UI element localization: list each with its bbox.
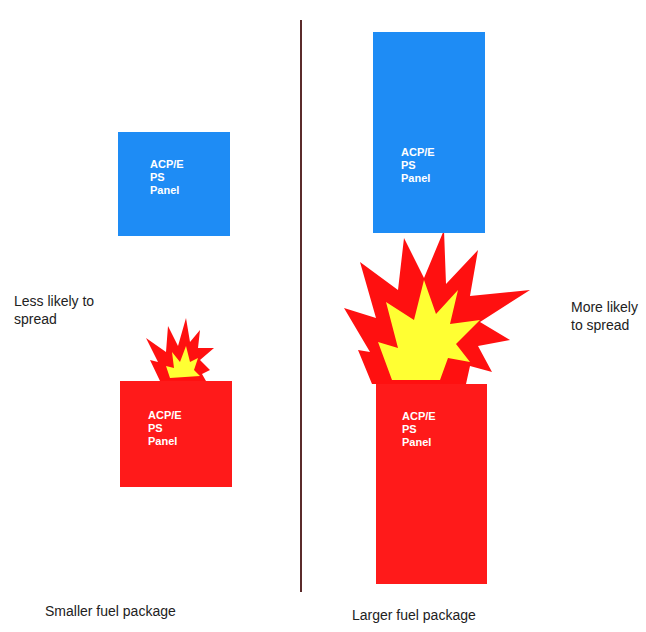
panel-label: ACP/E PS Panel	[401, 146, 435, 185]
small-flame	[146, 318, 214, 381]
caption-note: Larger fuel package	[352, 606, 552, 624]
panel-label: ACP/E PS Panel	[402, 410, 436, 449]
red-panel: ACP/E PS Panel	[120, 381, 232, 487]
divider-line	[300, 20, 302, 592]
large-flame	[344, 230, 530, 384]
blue-panel: ACP/E PS Panel	[118, 132, 230, 236]
panel-label: ACP/E PS Panel	[150, 158, 184, 197]
caption-note: More likely to spread	[571, 298, 641, 334]
caption-note: Less likely to spread	[14, 292, 104, 328]
panel-label: ACP/E PS Panel	[148, 409, 182, 448]
red-panel: ACP/E PS Panel	[376, 384, 487, 584]
blue-panel: ACP/E PS Panel	[373, 32, 485, 233]
caption-note: Smaller fuel package	[45, 602, 245, 620]
